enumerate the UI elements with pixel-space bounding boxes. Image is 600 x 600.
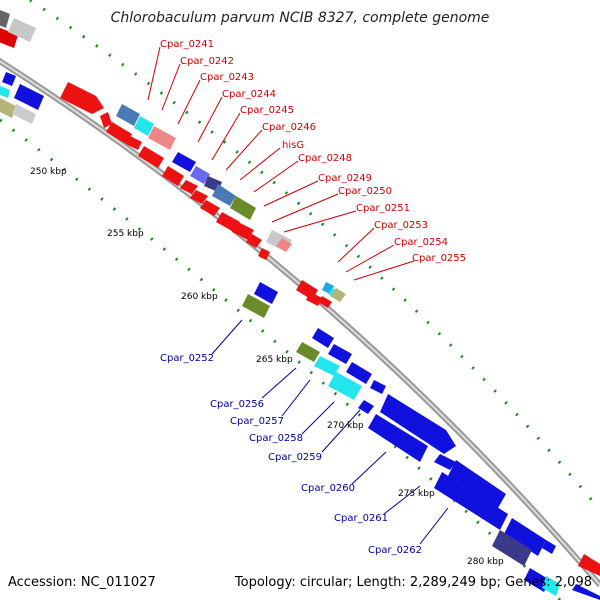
gene-arrow: [8, 18, 36, 42]
gene-arrow: [434, 454, 456, 470]
scale-label: 255 kbp: [107, 229, 144, 239]
gene-arrow: [542, 540, 556, 554]
gene-arrow: [572, 584, 600, 600]
gene-arrow: [246, 234, 262, 248]
gene-arrow: [0, 98, 16, 118]
gene-label[interactable]: Cpar_0250: [338, 186, 392, 197]
gene-arrow: [504, 518, 546, 556]
gene-arrow: [258, 248, 270, 260]
gene-label[interactable]: Cpar_0242: [180, 56, 234, 67]
gene-arrow: [172, 152, 196, 172]
gene-arrow: [14, 84, 44, 110]
gene-features: [0, 10, 600, 600]
gene-label[interactable]: Cpar_0258: [249, 433, 303, 444]
gene-label[interactable]: Cpar_0253: [374, 220, 428, 231]
gene-arrow: [346, 362, 372, 384]
gene-label[interactable]: Cpar_0259: [268, 452, 322, 463]
gene-arrow: [230, 196, 256, 220]
gene-arrow: [126, 136, 142, 150]
gene-arrow: [148, 126, 176, 150]
upper-gene-labels: Cpar_0241 Cpar_0242 Cpar_0243 Cpar_0244 …: [160, 39, 466, 264]
gene-arrow: [312, 328, 334, 348]
gene-arrow: [116, 104, 140, 126]
gene-label[interactable]: Cpar_0244: [222, 89, 276, 100]
gene-arrow: [212, 184, 236, 206]
gene-arrow: [232, 222, 254, 240]
gene-arrow: [296, 342, 320, 362]
gene-arrow: [0, 86, 10, 98]
gene-label[interactable]: hisG: [282, 140, 304, 151]
gene-label[interactable]: Cpar_0241: [160, 39, 214, 50]
gene-arrow: [330, 288, 346, 302]
gene-arrow: [380, 394, 456, 454]
scale-label: 280 kbp: [467, 557, 504, 567]
gene-arrow: [0, 10, 10, 28]
gene-label[interactable]: Cpar_0262: [368, 545, 422, 556]
gene-arrow: [138, 146, 164, 168]
gene-arrow: [370, 380, 386, 394]
lower-gene-labels: Cpar_0252 Cpar_0256 Cpar_0257 Cpar_0258 …: [160, 353, 422, 556]
gene-arrow: [276, 238, 292, 252]
gene-arrow: [180, 180, 198, 194]
gene-arrow: [542, 576, 560, 596]
gene-arrow: [216, 212, 240, 232]
scale-labels: 250 kbp 255 kbp 260 kbp 265 kbp 270 kbp …: [30, 167, 504, 567]
gene-label[interactable]: Cpar_0260: [301, 483, 355, 494]
gene-label[interactable]: Cpar_0252: [160, 353, 214, 364]
leader-lines: [147, 46, 449, 545]
gene-arrow: [314, 356, 340, 376]
gene-label[interactable]: Cpar_0256: [210, 399, 264, 410]
gene-arrow: [306, 292, 322, 306]
gene-arrow: [242, 294, 270, 318]
gene-arrow: [492, 530, 532, 566]
gene-label[interactable]: Cpar_0254: [394, 237, 448, 248]
gene-label[interactable]: Cpar_0257: [230, 416, 284, 427]
gene-arrow: [60, 82, 104, 114]
scale-label: 275 kbp: [398, 489, 435, 499]
gene-arrow: [190, 166, 210, 184]
gene-label[interactable]: Cpar_0243: [200, 72, 254, 83]
scale-label: 265 kbp: [256, 355, 293, 365]
gene-label[interactable]: Cpar_0261: [334, 513, 388, 524]
gene-arrow: [100, 112, 112, 128]
gene-arrow: [106, 122, 132, 144]
gene-arrow: [12, 104, 36, 124]
gene-arrow: [368, 414, 428, 462]
gene-arrow: [0, 28, 18, 48]
gene-arrow: [358, 400, 374, 414]
gene-label[interactable]: Cpar_0246: [262, 122, 316, 133]
gene-arrow: [328, 344, 352, 364]
scale-label: 260 kbp: [181, 292, 218, 302]
scale-label: 270 kbp: [327, 421, 364, 431]
gene-label[interactable]: Cpar_0255: [412, 253, 466, 264]
genome-backbone: [0, 57, 600, 587]
gene-arrow: [578, 554, 600, 576]
genome-summary-text: Topology: circular; Length: 2,289,249 bp…: [234, 575, 592, 590]
gene-arrow: [448, 460, 506, 508]
gene-arrow: [200, 200, 220, 216]
gene-arrow: [2, 72, 16, 86]
gene-arrow: [190, 190, 208, 204]
gene-label[interactable]: Cpar_0249: [318, 173, 372, 184]
gene-arrow: [328, 372, 362, 400]
gene-arrow: [318, 296, 332, 308]
scale-label: 250 kbp: [30, 167, 67, 177]
gene-arrow: [434, 472, 508, 530]
gene-arrow: [134, 116, 154, 136]
gene-label[interactable]: Cpar_0245: [240, 105, 294, 116]
map-title: Chlorobaculum parvum NCIB 8327, complete…: [111, 10, 490, 26]
gene-label[interactable]: Cpar_0248: [298, 153, 352, 164]
accession-text: Accession: NC_011027: [8, 575, 156, 590]
gene-label[interactable]: Cpar_0251: [356, 203, 410, 214]
gene-arrow: [162, 166, 184, 186]
gene-arrow: [254, 282, 278, 304]
